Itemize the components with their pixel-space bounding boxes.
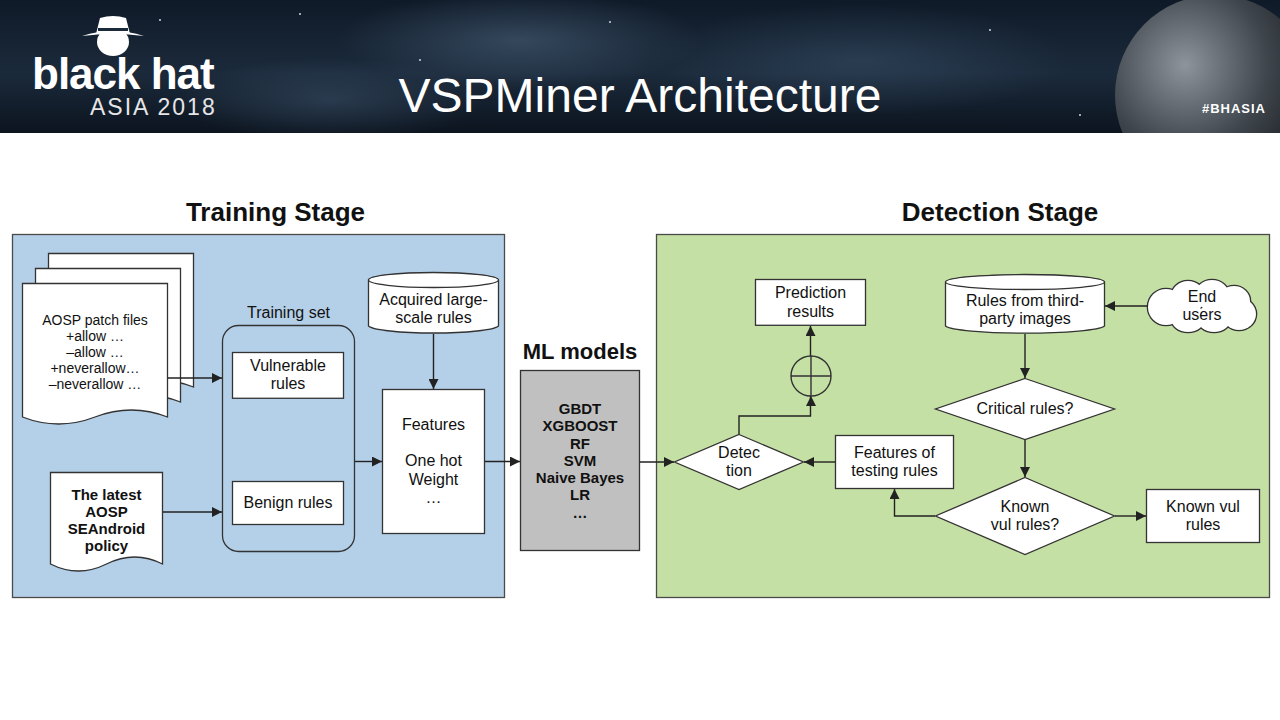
node-text: Rules from third-party images — [951, 292, 1099, 329]
feature-box: Features of testing rules — [835, 435, 954, 489]
text-stack: Critical rules? — [975, 400, 1075, 418]
model-box: ML modelsGBDTXGBOOSTRFSVMNaive BayesLR… — [520, 370, 640, 551]
node-text: Features of testing rules — [841, 444, 948, 481]
node-text: RF — [526, 435, 634, 452]
node-text: One hot — [388, 452, 479, 470]
node-text: The latest AOSP SEAndroid policy — [56, 486, 157, 555]
connector-arrow — [1115, 515, 1146, 516]
node-text: Features — [388, 416, 479, 434]
text-stack: FeaturesOne hotWeight… — [388, 416, 479, 508]
detection-stage-panel-outline — [656, 234, 1270, 598]
connector-arrow — [739, 326, 811, 434]
text-area: Rules from third-party images — [951, 290, 1099, 330]
rule-database: Acquired large-scale rules — [368, 272, 499, 334]
node-text: Prediction results — [761, 284, 860, 321]
decision-diamond: Critical rules? — [935, 378, 1115, 440]
node-text: Vulnerable rules — [238, 357, 338, 394]
hashtag: #BHASIA — [1202, 102, 1266, 116]
text-area: The latest AOSP SEAndroid policy — [56, 476, 157, 564]
node-text: End users — [1170, 288, 1234, 325]
rule-box: Vulnerable rules — [232, 352, 344, 399]
text-stack: Detec tion — [707, 444, 771, 481]
text-stack: Vulnerable rules — [238, 357, 338, 394]
node-text: –neverallow … — [28, 376, 162, 392]
node-text: … — [388, 489, 479, 507]
text-area: Known vul rules — [1152, 493, 1254, 539]
node-text: –allow … — [28, 344, 162, 360]
node-text: Critical rules? — [975, 400, 1075, 418]
text-area: End users — [1170, 284, 1234, 328]
node-text: XGBOOST — [526, 417, 634, 434]
detection-stage-panel: Detection StagePrediction resultsRules f… — [656, 234, 1270, 598]
connector-arrow — [433, 334, 434, 389]
connector-arrow — [163, 511, 222, 512]
result-box: Prediction results — [755, 279, 866, 326]
text-stack: Known vul rules — [1152, 498, 1254, 535]
connector-arrow — [355, 461, 382, 462]
text-stack: End users — [1170, 288, 1234, 325]
text-stack: GBDTXGBOOSTRFSVMNaive BayesLR… — [526, 400, 634, 521]
feature-box: FeaturesOne hotWeight… — [382, 389, 485, 534]
node-text: Acquired large-scale rules — [374, 291, 493, 328]
heading: Detection Stage — [902, 198, 1099, 228]
text-area: Vulnerable rules — [238, 356, 338, 395]
text-stack: Benign rules — [238, 494, 338, 512]
sum-symbol — [791, 356, 831, 406]
connector-arrow — [168, 377, 222, 378]
text-stack: Rules from third-party images — [951, 292, 1099, 329]
logo-subtitle: ASIA 2018 — [90, 95, 217, 120]
node-text: GBDT — [526, 400, 634, 417]
text-area: FeaturesOne hotWeight… — [388, 393, 479, 530]
node-text: AOSP patch files — [28, 312, 162, 328]
connector-arrow — [485, 461, 520, 462]
heading: Training Stage — [186, 198, 365, 228]
text-stack: The latest AOSP SEAndroid policy — [56, 486, 157, 555]
text-stack: AOSP patch files+allow …–allow …+neveral… — [28, 312, 162, 392]
training-set-group: Training setVulnerable rulesBenign rules — [222, 325, 355, 552]
connector-arrow — [804, 461, 835, 462]
text-area: Acquired large-scale rules — [374, 288, 493, 330]
text-stack: Acquired large-scale rules — [374, 291, 493, 328]
training-stage-panel: Training StageAOSP patch files+allow …–a… — [12, 234, 505, 598]
text-stack: Known vul rules? — [990, 498, 1060, 535]
node-text: +allow … — [28, 328, 162, 344]
heading: Training set — [247, 304, 330, 322]
text-area: Critical rules? — [975, 378, 1075, 440]
text-stack: Prediction results — [761, 284, 860, 321]
rule-database: Rules from third-party images — [945, 274, 1105, 334]
text-area: Prediction results — [761, 283, 860, 322]
text-area: GBDTXGBOOSTRFSVMNaive BayesLR… — [526, 374, 634, 547]
rule-box: Benign rules — [232, 481, 344, 525]
node-text: SVM — [526, 452, 634, 469]
node-text: Benign rules — [238, 494, 338, 512]
connector-arrow — [1024, 440, 1025, 477]
text-area: Benign rules — [238, 485, 338, 521]
user-cloud: End users — [1148, 280, 1256, 332]
node-text: +neverallow… — [28, 360, 162, 376]
node-text: Known vul rules — [1152, 498, 1254, 535]
policy-document: The latest AOSP SEAndroid policy — [50, 472, 163, 578]
text-area: Detec tion — [707, 434, 771, 490]
connector-arrow — [640, 461, 674, 462]
node-text: LR — [526, 486, 634, 503]
decision-diamond: Detec tion — [674, 434, 804, 490]
connector-arrow — [1024, 334, 1025, 378]
logo-wordmark: black hat — [32, 50, 214, 98]
node-text: Known vul rules? — [990, 498, 1060, 535]
heading: ML models — [523, 339, 638, 364]
connector-arrow — [895, 489, 936, 516]
text-area: Features of testing rules — [841, 439, 948, 485]
text-area: AOSP patch files+allow …–allow …+neveral… — [28, 287, 162, 417]
decision-diamond: Known vul rules? — [935, 477, 1115, 555]
connector-arrow — [1105, 305, 1148, 306]
node-text: Detec tion — [707, 444, 771, 481]
patch-files-document: AOSP patch files+allow …–allow …+neveral… — [22, 283, 168, 431]
node-text: Weight — [388, 471, 479, 489]
result-box: Known vul rules — [1146, 489, 1260, 543]
node-text: Naive Bayes — [526, 469, 634, 486]
node-text: … — [526, 504, 634, 521]
text-stack: Features of testing rules — [841, 444, 948, 481]
text-area: Known vul rules? — [990, 477, 1060, 555]
